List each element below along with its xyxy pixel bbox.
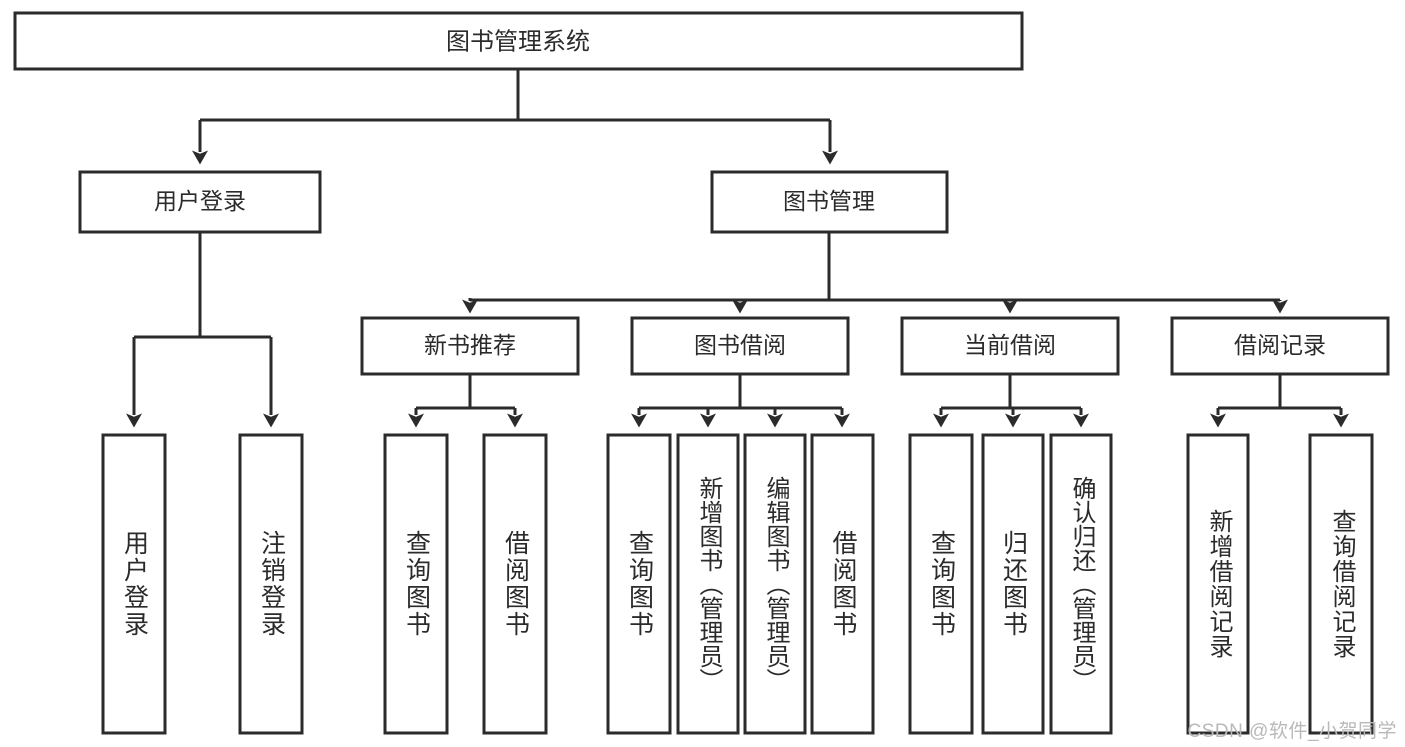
node-root[interactable]: 图书管理系统 (13, 11, 1024, 71)
leaf-box-return-book[interactable] (981, 433, 1045, 735)
node-book-borrow-label: 图书借阅 (694, 332, 786, 358)
leaf-box-query-borrow-record[interactable] (1308, 433, 1374, 735)
leaf-box-query-book-current[interactable] (908, 433, 974, 735)
connector-new-book-recommend-to-leaves (408, 374, 523, 428)
connector-user-login-to-leaves (126, 232, 279, 428)
leaf-box-borrow-book-new[interactable] (482, 433, 548, 735)
node-book-management-label: 图书管理 (783, 188, 875, 214)
connector-root-to-level2 (192, 69, 838, 165)
leaf-box-confirm-return-admin[interactable] (1049, 433, 1113, 735)
leaf-box-edit-book-admin[interactable] (743, 433, 807, 735)
node-book-management[interactable]: 图书管理 (710, 170, 949, 234)
leaf-box-user-login[interactable] (101, 433, 167, 735)
node-current-borrow[interactable]: 当前借阅 (900, 316, 1120, 376)
leaf-box-add-borrow-record[interactable] (1186, 433, 1250, 735)
node-user-login-label: 用户登录 (154, 188, 246, 214)
connector-book-borrow-to-leaves (631, 374, 850, 428)
node-book-borrow[interactable]: 图书借阅 (630, 316, 850, 376)
leaf-box-query-book-new[interactable] (383, 433, 449, 735)
node-current-borrow-label: 当前借阅 (964, 332, 1056, 358)
node-root-label: 图书管理系统 (446, 28, 590, 55)
connector-current-borrow-to-leaves (933, 374, 1089, 428)
node-borrow-record-label: 借阅记录 (1234, 332, 1326, 358)
connector-borrow-record-to-leaves (1210, 374, 1349, 428)
node-borrow-record[interactable]: 借阅记录 (1170, 316, 1390, 376)
leaf-box-borrow-book[interactable] (810, 433, 875, 735)
node-new-book-recommend[interactable]: 新书推荐 (360, 316, 580, 376)
leaf-box-user-logout[interactable] (238, 433, 304, 735)
node-new-book-recommend-label: 新书推荐 (424, 332, 516, 358)
node-user-login[interactable]: 用户登录 (78, 170, 322, 234)
leaf-box-query-book-borrow[interactable] (606, 433, 672, 735)
leaf-boxes (101, 433, 1374, 735)
leaf-box-add-book-admin[interactable] (676, 433, 740, 735)
csdn-watermark: CSDN @软件_小贺同学 (1187, 721, 1397, 742)
connector-book-management-to-level3 (462, 232, 1288, 314)
